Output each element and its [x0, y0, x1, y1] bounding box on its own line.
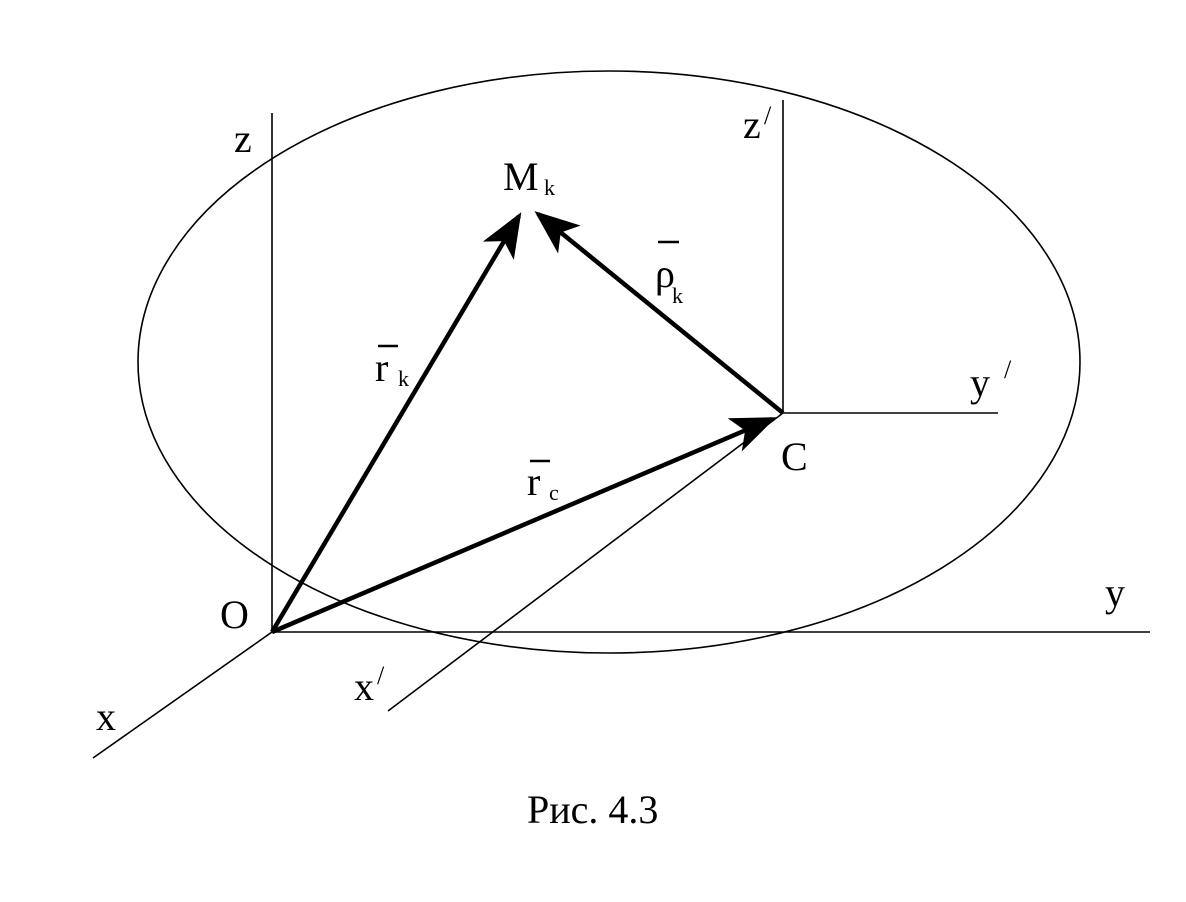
x-axis: [92, 631, 273, 759]
label-y-prime-mark: /: [1004, 355, 1012, 384]
label-y-prime: y: [970, 360, 990, 405]
vector-r-k: [270, 212, 522, 634]
label-vector-r-k: r: [375, 345, 388, 390]
vector-rho-k: [534, 211, 785, 415]
x-prime-axis: [387, 412, 784, 712]
label-point-m: M: [503, 154, 539, 199]
label-x: x: [96, 694, 116, 739]
label-vector-r-k-sub: k: [398, 366, 409, 391]
label-z-prime-mark: /: [764, 101, 772, 130]
figure-caption: Рис. 4.3: [527, 787, 658, 832]
label-x-prime: x: [354, 664, 374, 709]
label-vector-rho-k-sub: k: [672, 283, 683, 308]
label-x-prime-mark: /: [377, 661, 385, 690]
label-y: y: [1105, 570, 1125, 615]
label-origin: O: [220, 592, 249, 637]
label-z-prime: z: [743, 102, 761, 147]
label-vector-rho-k: ρ: [655, 251, 675, 296]
label-vector-r-c-sub: c: [549, 480, 559, 505]
label-z: z: [234, 116, 252, 161]
label-point-c: C: [781, 434, 808, 479]
label-point-m-sub: k: [544, 175, 555, 200]
vector-r-c: [271, 416, 777, 635]
label-vector-r-c: r: [527, 459, 540, 504]
body-ellipse: [137, 70, 1081, 654]
